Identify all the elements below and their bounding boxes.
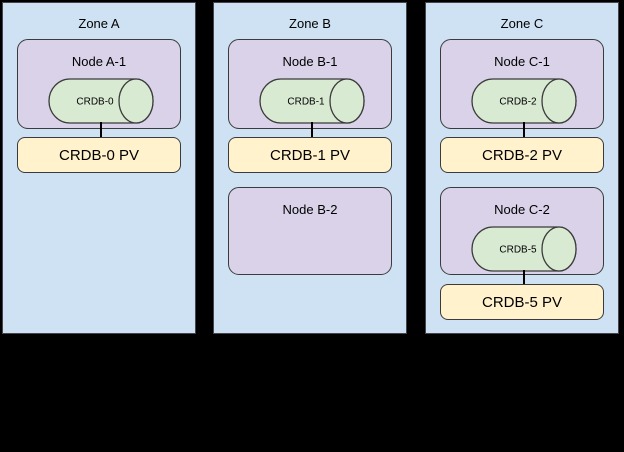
pv-label: CRDB-5 PV bbox=[481, 293, 563, 311]
pv-box-crdb-1: CRDB-1 PV bbox=[228, 137, 392, 173]
node-c-1-label: Node C-1 bbox=[494, 54, 550, 69]
db-cylinder-icon: CRDB-2 bbox=[471, 78, 577, 124]
zone-a: Zone A Node A-1 CRDB-0 CRDB-0 PV bbox=[2, 2, 196, 334]
pv-label: CRDB-1 PV bbox=[269, 146, 351, 164]
node-b-2-label: Node B-2 bbox=[282, 202, 338, 217]
node-c-2-label: Node C-2 bbox=[494, 202, 550, 217]
db-label: CRDB-2 bbox=[499, 97, 537, 108]
zone-b-label: Zone B bbox=[289, 16, 331, 31]
zone-b: Zone B Node B-1 CRDB-1 CRDB-1 PV Node B-… bbox=[213, 2, 407, 334]
node-b-2: Node B-2 bbox=[228, 187, 392, 275]
db-label: CRDB-0 bbox=[76, 97, 114, 108]
pv-box-crdb-5: CRDB-5 PV bbox=[440, 284, 604, 320]
node-a-1: Node A-1 CRDB-0 bbox=[17, 39, 181, 129]
pv-connector-line bbox=[523, 122, 525, 138]
node-b-1: Node B-1 CRDB-1 bbox=[228, 39, 392, 129]
pv-connector-line bbox=[523, 270, 525, 285]
db-label: CRDB-5 bbox=[499, 245, 537, 256]
node-a-1-label: Node A-1 bbox=[71, 54, 127, 69]
node-c-1: Node C-1 CRDB-2 bbox=[440, 39, 604, 129]
db-label: CRDB-1 bbox=[287, 97, 325, 108]
pv-box-crdb-0: CRDB-0 PV bbox=[17, 137, 181, 173]
db-cylinder-icon: CRDB-0 bbox=[48, 78, 154, 124]
db-cylinder-icon: CRDB-5 bbox=[471, 226, 577, 272]
zone-c: Zone C Node C-1 CRDB-2 CRDB-2 PV Node C-… bbox=[425, 2, 619, 334]
pv-label: CRDB-0 PV bbox=[58, 146, 140, 164]
pv-label: CRDB-2 PV bbox=[481, 146, 563, 164]
pv-connector-line bbox=[100, 122, 102, 138]
node-b-1-label: Node B-1 bbox=[282, 54, 338, 69]
zone-c-label: Zone C bbox=[500, 16, 544, 31]
pv-box-crdb-2: CRDB-2 PV bbox=[440, 137, 604, 173]
zone-a-label: Zone A bbox=[78, 16, 120, 31]
node-c-2: Node C-2 CRDB-5 bbox=[440, 187, 604, 275]
db-cylinder-icon: CRDB-1 bbox=[259, 78, 365, 124]
pv-connector-line bbox=[311, 122, 313, 138]
